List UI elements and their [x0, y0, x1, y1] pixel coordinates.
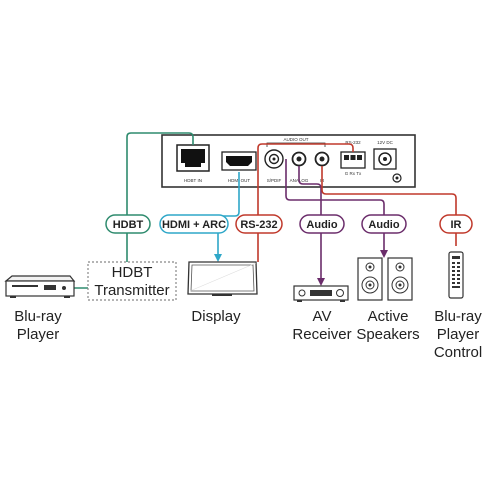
audio-speakers-pill: Audio — [361, 214, 407, 234]
active-speakers-label-line1: Active — [368, 308, 409, 325]
av-receiver-label-line1: AV — [313, 308, 332, 325]
active-speakers: Active Speakers — [356, 257, 420, 343]
speaker-right-icon — [387, 257, 413, 301]
dc-power-port: 12V DC — [373, 140, 402, 183]
remote-control-icon — [448, 251, 464, 299]
audio-speakers-cable — [285, 159, 385, 252]
bluray-player: Blu-ray Player — [4, 275, 127, 343]
bluray-control-label-line2: Player — [437, 326, 480, 343]
audio-receiver-pill: Audio — [299, 214, 345, 234]
audio-receiver-cable — [298, 166, 322, 280]
hdbt-transmitter-label-line2: Transmitter — [94, 282, 169, 299]
hdbt-cable — [126, 132, 194, 262]
bluray-player-label-line2: Player — [17, 326, 60, 343]
rs232-cable — [257, 143, 354, 262]
av-receiver-label-line2: Receiver — [292, 326, 351, 343]
bluray-control-label-line1: Blu-ray — [434, 308, 482, 325]
hdbt-transmitter: HDBT Transmitter — [87, 261, 177, 301]
bluray-control-label-line3: Control — [434, 344, 482, 361]
rs232-pill-label: RS-232 — [240, 219, 277, 231]
hdmi-arc-pill: HDMI + ARC — [159, 214, 229, 234]
rs232-port-label: RS-232 — [345, 140, 361, 145]
audio-receiver-pill-label: Audio — [306, 219, 337, 231]
ir-pill: IR — [439, 214, 473, 234]
audio-speakers-pill-label: Audio — [368, 219, 399, 231]
active-speakers-label-line2: Speakers — [356, 326, 419, 343]
hdbt-pill: HDBT — [105, 214, 151, 234]
spdif-port: S/PDIF — [264, 149, 284, 183]
hdbt-transmitter-label-line1: HDBT — [112, 264, 153, 281]
rs232-pins-label: G Rx Tx — [345, 171, 362, 176]
spdif-label: S/PDIF — [267, 178, 282, 183]
ir-pill-label: IR — [451, 219, 462, 231]
extender-device: HDBT IN HDMI OUT AUDIO OUT S/PDIF ANALOG — [161, 134, 416, 188]
audio-out-label: AUDIO OUT — [283, 137, 308, 142]
bluray-player-label-line1: Blu-ray — [14, 308, 62, 325]
hdmi-arc-pill-label: HDMI + ARC — [162, 219, 226, 231]
ir-cable — [321, 166, 457, 246]
hdbt-pill-label: HDBT — [113, 219, 144, 231]
hdbt-in-port: HDBT IN — [176, 144, 210, 183]
dc-label: 12V DC — [377, 140, 394, 145]
hdbt-in-label: HDBT IN — [184, 178, 202, 183]
bluray-control: Blu-ray Player Control — [434, 251, 482, 361]
display: Display — [187, 261, 258, 325]
display-label: Display — [191, 308, 241, 325]
rs232-pill: RS-232 — [235, 214, 283, 234]
speaker-left-icon — [357, 257, 383, 301]
av-receiver: AV Receiver — [292, 285, 352, 343]
